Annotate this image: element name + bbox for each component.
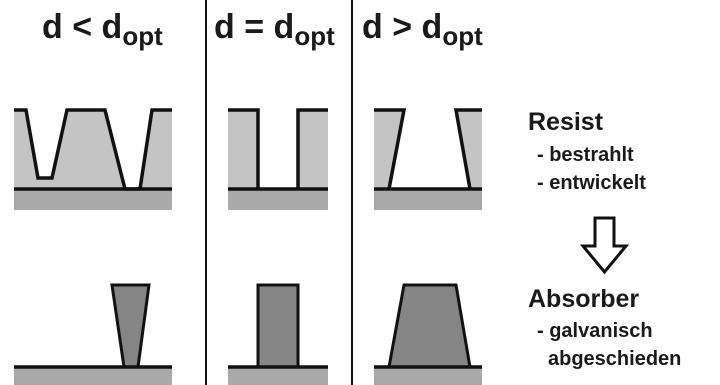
header-subscript: opt <box>294 21 335 51</box>
header-variable: d <box>42 8 63 46</box>
column-header-greater: d > dopt <box>362 8 483 52</box>
absorber-profile-overdeveloped <box>374 283 482 385</box>
absorber-block <box>110 283 151 369</box>
resist-outline <box>14 108 172 191</box>
substrate-layer <box>228 367 328 385</box>
resist-layer <box>228 110 328 189</box>
resist-title: Resist <box>528 108 604 136</box>
resist-outline <box>374 108 482 190</box>
header-operator: = <box>244 8 265 46</box>
substrate-layer <box>374 189 482 210</box>
header-operator: < <box>72 8 93 46</box>
header-subscript: opt <box>122 21 163 51</box>
substrate-layer <box>228 189 328 210</box>
header-reference: d <box>421 8 443 46</box>
column-header-less: d < dopt <box>42 8 163 52</box>
substrate-layer <box>374 367 482 385</box>
header-reference: d <box>101 8 123 46</box>
column-header-equal: d = dopt <box>214 8 335 52</box>
header-variable: d <box>214 8 235 46</box>
absorber-title: Absorber <box>528 285 640 313</box>
absorber-step-1: - galvanisch <box>537 320 653 342</box>
header-subscript: opt <box>442 21 483 51</box>
absorber-profile-optimal <box>228 283 328 385</box>
substrate-layer <box>14 189 172 210</box>
absorber-block <box>256 283 300 369</box>
absorber-profile-underdeveloped <box>14 283 172 385</box>
absorber-step-2: abgeschieden <box>548 348 682 370</box>
down-arrow-outline-icon <box>579 216 630 275</box>
header-variable: d <box>362 8 383 46</box>
resist-step-2: - entwickelt <box>537 172 646 194</box>
resist-step-1: - bestrahlt <box>537 144 634 166</box>
header-reference: d <box>273 8 295 46</box>
absorber-block <box>387 283 472 369</box>
header-operator: > <box>392 8 413 46</box>
resist-profile-optimal <box>228 108 328 210</box>
resist-outline <box>228 108 328 189</box>
resist-profile-overdeveloped <box>374 108 482 210</box>
resist-profile-underdeveloped <box>14 108 172 210</box>
substrate-layer <box>14 367 172 385</box>
resist-layer <box>14 110 172 189</box>
